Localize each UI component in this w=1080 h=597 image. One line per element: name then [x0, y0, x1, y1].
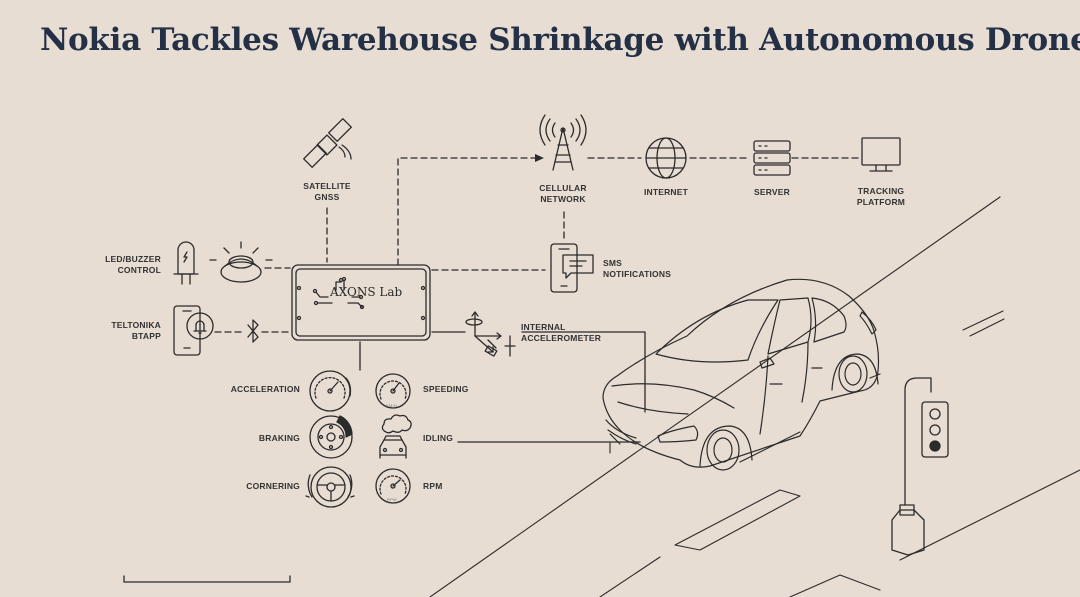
gauge-icon — [309, 370, 352, 412]
bottom-bracket — [123, 575, 291, 583]
label-accelerometer: INTERNAL ACCELEROMETER — [521, 322, 602, 343]
label-idling: IDLING — [423, 433, 454, 443]
buzzer-icon — [209, 241, 273, 283]
rpm-unit: RPM — [387, 497, 397, 502]
road — [429, 196, 1080, 597]
satellite-icon — [303, 118, 352, 168]
label-cellular: CELLULAR NETWORK — [539, 183, 587, 204]
traffic-light-icon — [891, 377, 949, 556]
monitor-icon — [861, 137, 901, 172]
label-teltonika: TELTONIKA BTAPP — [111, 320, 161, 341]
server-icon — [753, 140, 791, 176]
label-cornering: CORNERING — [246, 481, 300, 491]
globe-icon — [645, 137, 687, 179]
page-title: Nokia Tackles Warehouse Shrinkage with A… — [40, 22, 1080, 58]
label-braking: BRAKING — [258, 433, 300, 443]
bluetooth-icon — [247, 319, 259, 343]
rpm-gauge-icon — [375, 468, 411, 504]
phone-bell-icon — [173, 305, 214, 356]
label-acceleration: ACCELERATION — [230, 384, 300, 394]
speedometer-icon — [375, 373, 411, 409]
label-satellite: SATELLITE GNSS — [303, 181, 351, 202]
label-led: LED/BUZZER CONTROL — [105, 254, 161, 275]
brake-disc-icon — [309, 415, 353, 459]
label-speeding: SPEEDING — [423, 384, 469, 394]
led-icon — [173, 241, 199, 285]
speedometer-unit: KM/H — [386, 403, 398, 408]
connector-lines — [214, 157, 859, 333]
car-icon — [602, 278, 881, 471]
device-logo: AXONS Lab — [330, 285, 403, 299]
sms-phone-icon — [550, 243, 594, 293]
label-tracking: TRACKING PLATFORM — [856, 186, 906, 207]
label-sms: SMS NOTIFICATIONS — [603, 258, 672, 279]
cell-tower-icon — [539, 114, 587, 171]
label-internet: INTERNET — [643, 187, 689, 197]
idling-car-icon — [379, 414, 412, 459]
label-server: SERVER — [753, 187, 790, 197]
accelerometer-icon — [465, 311, 516, 357]
tracking-device — [291, 264, 431, 341]
label-rpm: RPM — [423, 481, 443, 491]
steering-wheel-icon — [305, 466, 355, 508]
